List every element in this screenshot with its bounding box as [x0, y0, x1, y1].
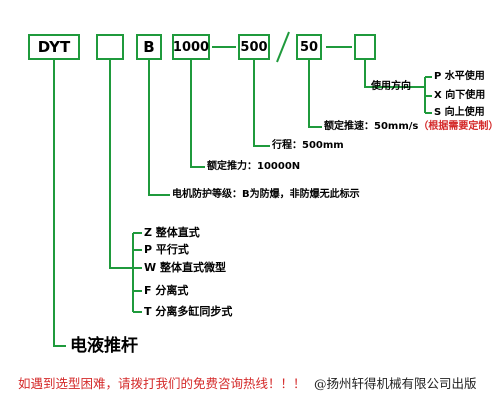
- label-type-f: F 分离式: [144, 284, 189, 297]
- label-speed-note: （根据需要定制）: [418, 121, 499, 132]
- code-box-speed-text: 50: [299, 39, 319, 55]
- label-stroke: 行程：500mm: [272, 140, 344, 151]
- code-box-direction: [354, 34, 376, 60]
- code-box-thrust-text: 1000: [172, 39, 210, 55]
- footer-hotline: 如遇到选型困难，请拨打我们的免费咨询热线！！！: [18, 376, 306, 391]
- label-thrust: 额定推力：10000N: [207, 161, 301, 172]
- footer-publisher: @扬州轩得机械有限公司出版: [314, 376, 477, 391]
- code-box-thrust: 1000: [172, 34, 210, 60]
- code-box-stroke: 500: [238, 34, 270, 60]
- label-type-w: W 整体直式微型: [144, 261, 226, 274]
- separator-dash-2: [326, 46, 352, 48]
- code-box-protection-text: B: [143, 38, 155, 56]
- label-direction-p: P 水平使用: [434, 71, 485, 82]
- code-box-speed: 50: [296, 34, 322, 60]
- code-box-protection: B: [136, 34, 162, 60]
- label-type-t: T 分离多缸同步式: [144, 305, 233, 318]
- label-speed: 额定推速：50mm/s（根据需要定制）: [324, 121, 498, 133]
- separator-dash-1: [212, 46, 236, 48]
- label-product: 电液推杆: [70, 336, 138, 356]
- code-box-type: [96, 34, 124, 60]
- label-type-p: P 平行式: [144, 243, 189, 256]
- label-speed-text: 额定推速：50mm/s: [324, 121, 419, 132]
- label-type-z: Z 整体直式: [144, 226, 200, 239]
- label-direction-s: S 向上使用: [434, 107, 485, 118]
- code-box-stroke-text: 500: [240, 39, 268, 55]
- label-direction-x: X 向下使用: [434, 90, 486, 101]
- label-direction-title: 使用方向: [371, 81, 411, 92]
- code-box-model: DYT: [28, 34, 80, 60]
- label-protection: 电机防护等级：B为防爆，非防爆无此标示: [172, 189, 360, 200]
- code-box-model-text: DYT: [37, 38, 71, 56]
